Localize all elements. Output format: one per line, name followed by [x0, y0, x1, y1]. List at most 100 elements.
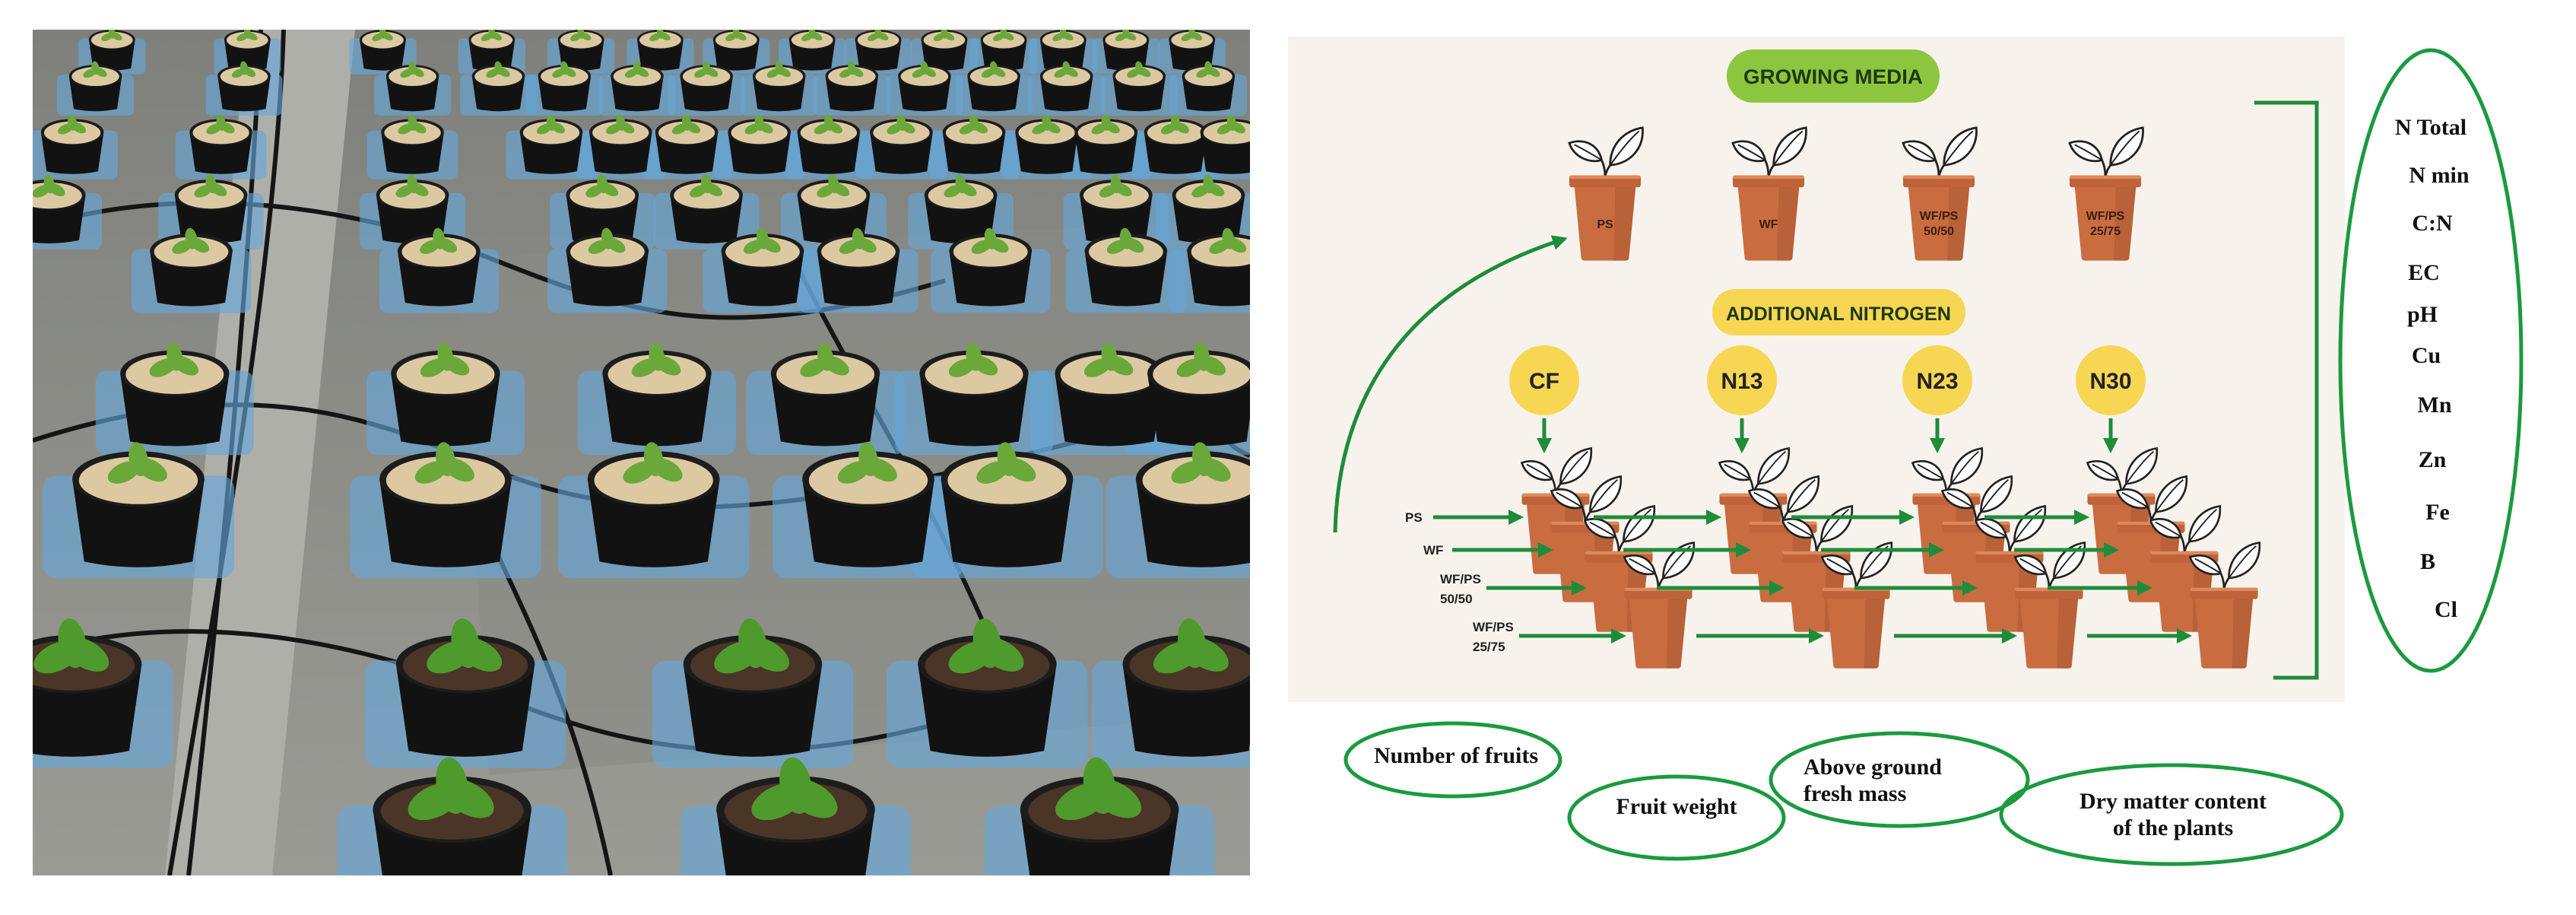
pot-row: [131, 227, 1250, 313]
potted-seedling: [189, 114, 252, 174]
treatment-cf: CF: [1509, 345, 1579, 415]
input-label-wf: WF: [1423, 543, 1443, 558]
potted-seedling: [72, 442, 205, 567]
media-pot-wf-ps-50-50: WF/PS 50/50: [1902, 126, 1978, 261]
potted-seedling: [921, 30, 968, 71]
potted-seedling: [376, 174, 449, 243]
param-c-n: C:N: [2412, 211, 2453, 236]
potted-seedling: [636, 30, 684, 71]
potted-seedling: [716, 757, 875, 875]
additional-nitrogen-pill: [1712, 289, 1965, 335]
media-pot-label: PS: [1597, 218, 1613, 231]
potted-seedling: [381, 114, 444, 174]
potted-seedling: [788, 30, 836, 71]
measurement-ellipse: [1769, 731, 2030, 828]
param-cl: Cl: [2435, 597, 2457, 622]
bracket: [2254, 100, 2319, 680]
param-fe: Fe: [2425, 500, 2450, 525]
greenhouse-photo: [33, 30, 1250, 875]
potted-seedling: [360, 30, 406, 71]
potted-seedling: [68, 61, 122, 112]
measurement-ellipse: [1567, 774, 1786, 861]
media-pot-label: WF: [1759, 218, 1778, 231]
potted-seedling: [1169, 30, 1216, 71]
soil-parameters-ellipse: [2338, 48, 2524, 673]
flow-arrows: [1433, 510, 2192, 643]
potted-seedling: [1182, 61, 1236, 112]
treatment-label: N13: [1721, 369, 1762, 394]
potted-seedling: [40, 114, 104, 174]
pot-row: [43, 442, 1250, 579]
potted-seedling: [373, 757, 531, 875]
potted-seedling: [949, 227, 1033, 307]
potted-plants: [33, 30, 1250, 875]
potted-seedling: [120, 342, 230, 446]
additional-nitrogen-header: ADDITIONAL NITROGEN: [1712, 289, 1965, 335]
treatment-n30: N30: [2076, 345, 2146, 415]
measurement-dry-matter-content: Dry matter content of the plants: [1999, 763, 2344, 866]
measurement-label: Dry matter content: [2080, 789, 2267, 814]
potted-seedling: [471, 61, 525, 112]
growing-media-title: GROWING MEDIA: [1743, 65, 1923, 88]
potted-seedling: [1020, 757, 1179, 875]
potted-seedling: [941, 442, 1074, 567]
input-label-wf-ps-50-50: 50/50: [1440, 592, 1473, 606]
potted-seedling: [670, 174, 743, 243]
measurement-label: Above ground: [1804, 755, 1942, 780]
potted-seedling: [379, 442, 512, 567]
potted-seedling: [587, 442, 720, 567]
curved-feedback-arrow: [1333, 235, 1568, 533]
treatment-arrows: [1537, 418, 2118, 453]
treatment-label: CF: [1529, 369, 1559, 394]
soil-parameters-group: N Total N min C:N EC pH Cu Mn Zn Fe B Cl: [2338, 48, 2524, 673]
measurement-label: fresh mass: [1804, 781, 1906, 806]
potted-seedling: [150, 227, 233, 307]
potted-seedling: [919, 342, 1029, 446]
potted-seedling: [924, 174, 998, 243]
treatment-n13: N13: [1707, 345, 1777, 415]
potted-seedling: [611, 61, 664, 112]
potted-seedling: [391, 342, 500, 446]
potted-seedling: [1112, 61, 1166, 112]
media-pot-label: 50/50: [1924, 225, 1954, 238]
measurement-number-of-fruits: Number of fruits: [1344, 721, 1562, 799]
potted-seedling: [398, 227, 481, 307]
potted-seedling: [1147, 342, 1250, 446]
measurement-ellipse: [1344, 721, 1562, 799]
pot-row: [33, 114, 1250, 180]
media-pot-wf: WF: [1731, 126, 1807, 261]
media-pot-label: WF/PS: [1920, 210, 1959, 223]
treatment-label: N23: [1916, 369, 1958, 394]
potted-seedling: [1200, 114, 1250, 174]
param-ph: pH: [2407, 302, 2438, 327]
growing-media-header: GROWING MEDIA: [1727, 49, 1940, 103]
potted-seedling: [566, 174, 639, 243]
potted-seedling: [566, 227, 649, 307]
potted-seedling: [395, 618, 535, 757]
treatment-label: N30: [2089, 369, 2131, 394]
potted-seedling: [557, 30, 604, 71]
param-b: B: [2420, 549, 2435, 574]
pot-row: [95, 342, 1250, 456]
media-pot-label: 25/75: [2090, 225, 2121, 238]
potted-seedling: [817, 227, 900, 307]
media-pot-label: WF/PS: [2086, 210, 2125, 223]
potted-seedling: [712, 30, 760, 71]
param-zn: Zn: [2419, 447, 2447, 472]
potted-seedling: [655, 114, 719, 174]
potted-seedling: [33, 618, 142, 757]
potted-seedling: [602, 342, 712, 446]
input-label-wf-ps-25-75: 25/75: [1473, 640, 1505, 654]
potted-seedling: [752, 61, 806, 112]
param-n-min: N min: [2409, 163, 2469, 188]
potted-seedling: [728, 114, 791, 174]
treatment-n23: N23: [1902, 345, 1972, 415]
potted-seedling: [217, 61, 271, 112]
potted-seedling: [967, 61, 1020, 112]
potted-seedling: [538, 61, 592, 112]
input-label-wf-ps-50-50: WF/PS: [1440, 572, 1481, 586]
potted-seedling: [588, 114, 652, 174]
potted-seedling: [680, 61, 733, 112]
param-cu: Cu: [2412, 343, 2441, 368]
